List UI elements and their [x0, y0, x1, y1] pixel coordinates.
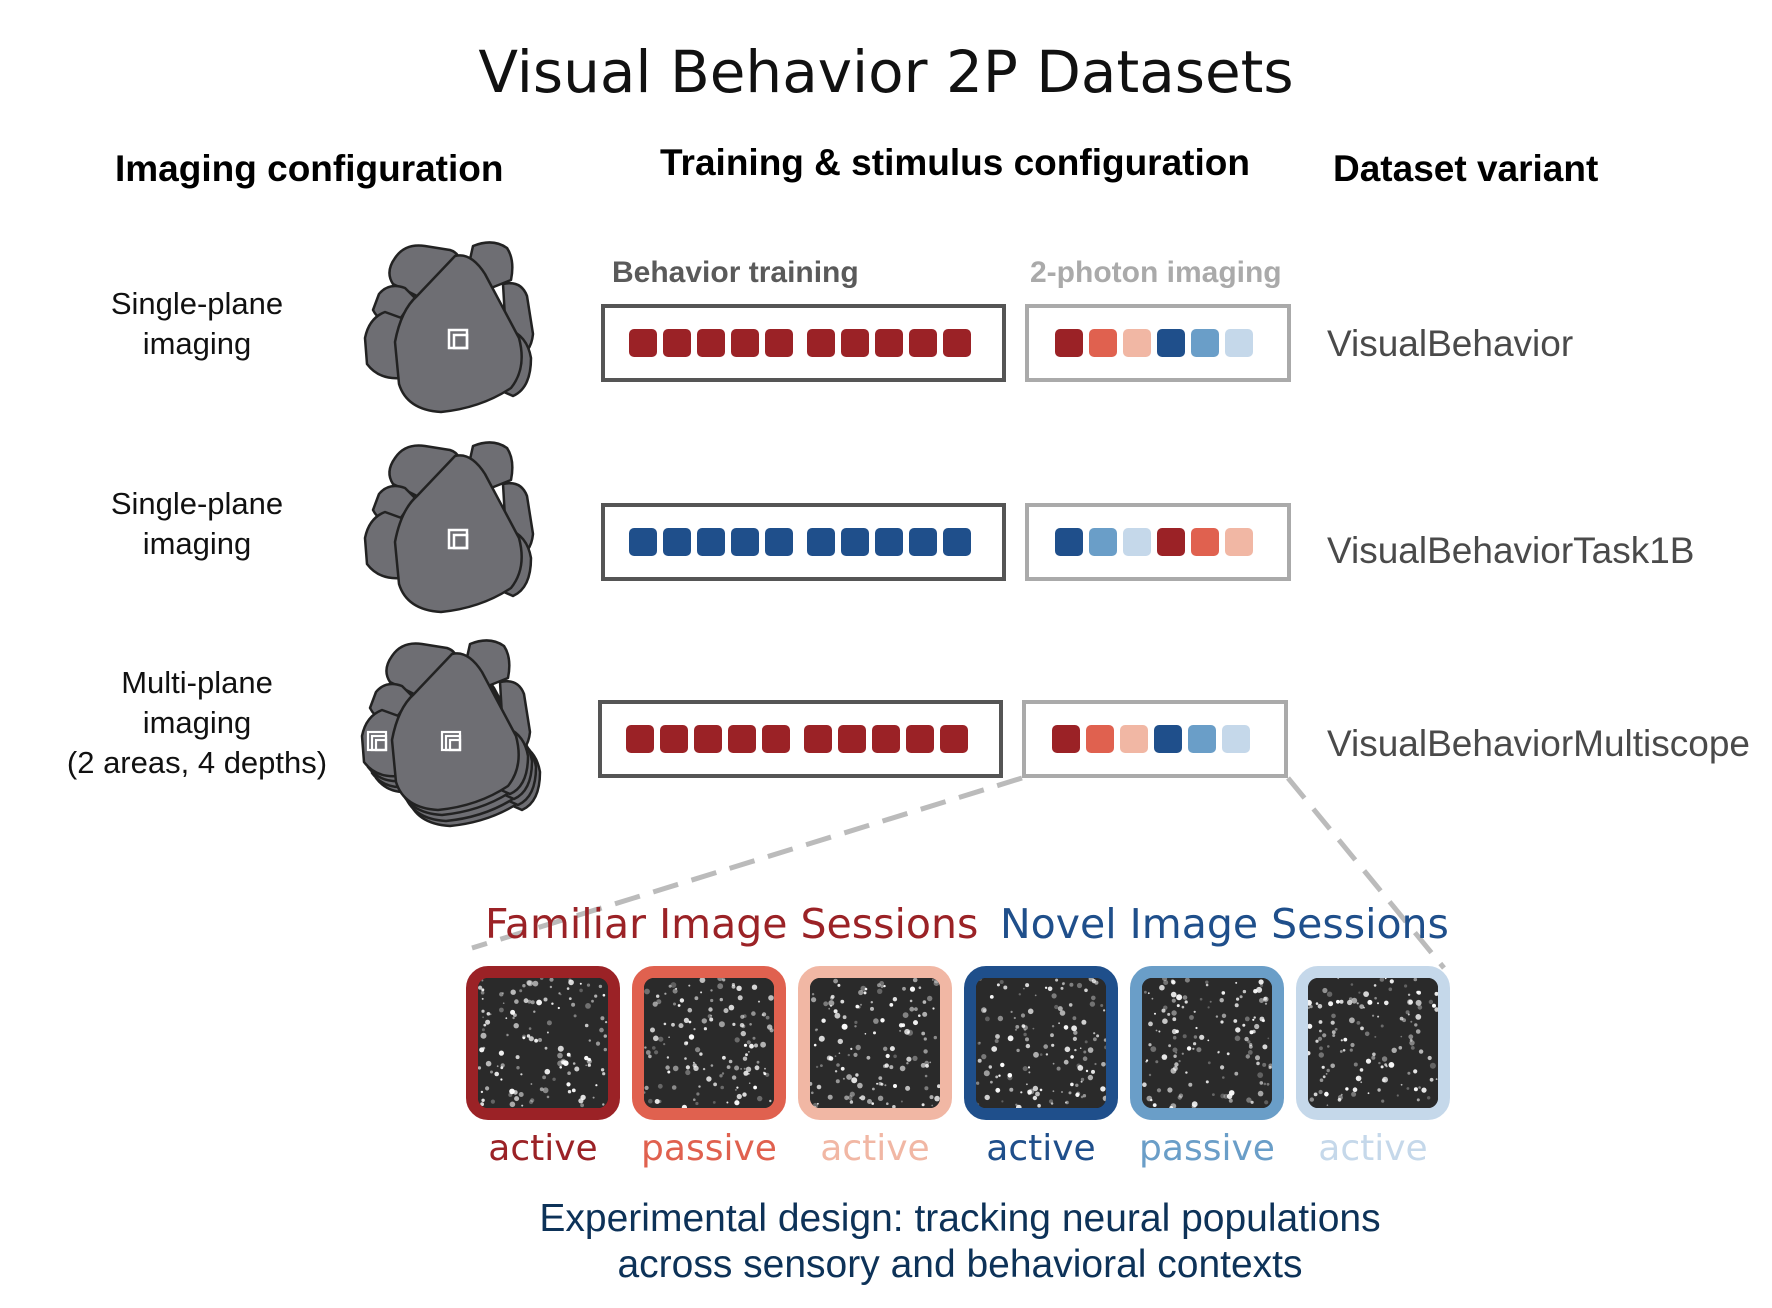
imaging-session-square: [1089, 329, 1117, 357]
training-session-square: [731, 329, 759, 357]
session-fov-image: [798, 966, 952, 1120]
imaging-session-square: [1086, 725, 1114, 753]
training-session-square: [697, 528, 725, 556]
imaging-session-square: [1225, 528, 1253, 556]
row-label-line: imaging: [142, 705, 252, 740]
training-session-square: [875, 528, 903, 556]
training-session-square: [697, 329, 725, 357]
row-3-label: Multi-plane imaging (2 areas, 4 depths): [37, 663, 357, 783]
imaging-config-header: Imaging configuration: [115, 148, 504, 189]
caption: Experimental design: tracking neural pop…: [400, 1196, 1520, 1288]
training-session-square: [731, 528, 759, 556]
row-label-line: Multi-plane: [121, 665, 273, 700]
session-mode-label: passive: [641, 1128, 777, 1169]
dataset-variant-label: VisualBehavior: [1327, 323, 1574, 364]
training-config-header: Training & stimulus configuration: [660, 142, 1250, 183]
imaging-session-square: [1055, 329, 1083, 357]
row-2-label: Single-plane imaging: [37, 484, 357, 564]
training-session-square: [906, 725, 934, 753]
imaging-session-square: [1157, 528, 1185, 556]
training-session-square: [765, 528, 793, 556]
training-session-square: [663, 528, 691, 556]
imaging-session-square: [1123, 329, 1151, 357]
training-session-square: [838, 725, 866, 753]
training-session-square: [940, 725, 968, 753]
imaging-session-square: [1089, 528, 1117, 556]
cortex-icon: [363, 241, 535, 414]
novel-sessions-title: Novel Image Sessions: [1000, 900, 1449, 948]
row-label-line: imaging: [142, 526, 252, 561]
training-session-square: [765, 329, 793, 357]
imaging-session-square: [1191, 329, 1219, 357]
imaging-session-square: [1154, 725, 1182, 753]
two-photon-imaging-label: 2-photon imaging: [1030, 256, 1282, 289]
behavior-training-label: Behavior training: [612, 256, 859, 289]
training-session-square: [626, 725, 654, 753]
imaging-session-square: [1120, 725, 1148, 753]
training-session-square: [728, 725, 756, 753]
training-session-square: [943, 329, 971, 357]
training-session-square: [943, 528, 971, 556]
imaging-session-square: [1123, 528, 1151, 556]
cortex-icon: [363, 441, 535, 614]
row-label-line: (2 areas, 4 depths): [66, 745, 328, 780]
imaging-session-square: [1055, 528, 1083, 556]
session-fov-image: [632, 966, 786, 1120]
training-session-square: [909, 329, 937, 357]
training-session-square: [909, 528, 937, 556]
training-session-square: [804, 725, 832, 753]
dataset-variant-label: VisualBehaviorMultiscope: [1327, 723, 1750, 764]
two-photon-imaging-box: [1025, 503, 1291, 581]
behavior-training-box: [601, 304, 1006, 382]
behavior-training-box: [598, 700, 1003, 778]
imaging-session-square: [1157, 329, 1185, 357]
session-fov-image: [964, 966, 1118, 1120]
imaging-session-square: [1188, 725, 1216, 753]
zoom-line-left: [471, 775, 1023, 951]
session-fov-image: [466, 966, 620, 1120]
row-1-label: Single-plane imaging: [37, 284, 357, 364]
session-mode-label: passive: [1139, 1128, 1275, 1169]
training-session-square: [807, 329, 835, 357]
imaging-session-square: [1052, 725, 1080, 753]
session-fov-image: [1130, 966, 1284, 1120]
training-session-square: [629, 528, 657, 556]
training-session-square: [762, 725, 790, 753]
caption-line: across sensory and behavioral contexts: [617, 1243, 1303, 1286]
page-title: Visual Behavior 2P Datasets: [478, 38, 1294, 106]
training-session-square: [841, 329, 869, 357]
zoom-line-right: [1286, 776, 1446, 970]
training-session-square: [807, 528, 835, 556]
imaging-session-square: [1225, 329, 1253, 357]
two-photon-imaging-box: [1022, 700, 1288, 778]
caption-line: Experimental design: tracking neural pop…: [539, 1197, 1381, 1240]
dataset-variant-header: Dataset variant: [1333, 148, 1599, 189]
row-label-line: imaging: [142, 326, 252, 361]
session-mode-label: active: [986, 1128, 1096, 1169]
row-label-line: Single-plane: [110, 286, 284, 321]
training-session-square: [872, 725, 900, 753]
training-session-square: [660, 725, 688, 753]
session-mode-label: active: [1318, 1128, 1428, 1169]
session-mode-label: active: [820, 1128, 930, 1169]
training-session-square: [841, 528, 869, 556]
row-label-line: Single-plane: [110, 486, 284, 521]
training-session-square: [694, 725, 722, 753]
imaging-session-square: [1191, 528, 1219, 556]
dataset-variant-label: VisualBehaviorTask1B: [1327, 530, 1695, 571]
session-mode-label: active: [488, 1128, 598, 1169]
two-photon-imaging-box: [1025, 304, 1291, 382]
training-session-square: [629, 329, 657, 357]
behavior-training-box: [601, 503, 1006, 581]
multi-plane-cortex-icon: [360, 639, 542, 828]
training-session-square: [875, 329, 903, 357]
session-fov-image: [1296, 966, 1450, 1120]
familiar-sessions-title: Familiar Image Sessions: [485, 900, 979, 948]
imaging-session-square: [1222, 725, 1250, 753]
training-session-square: [663, 329, 691, 357]
